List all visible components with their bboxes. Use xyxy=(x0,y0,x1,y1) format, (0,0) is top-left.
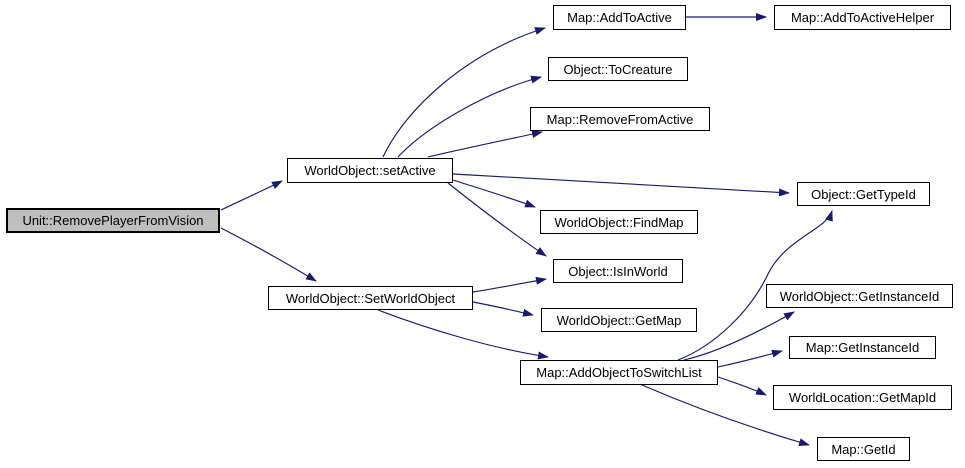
edge-worldobject-setactive-to-object-isinworld xyxy=(447,182,547,257)
graph-node-unit-removeplayerfromvision: Unit::RemovePlayerFromVision xyxy=(6,208,220,233)
edge-worldobject-setactive-to-object-gettypeid xyxy=(452,173,790,197)
graph-node-worldobject-getinstanceid[interactable]: WorldObject::GetInstanceId xyxy=(766,284,953,308)
edge-map-addobjecttoswitchlist-to-worldlocation-getmapid xyxy=(717,376,767,396)
edge-map-addobjecttoswitchlist-to-map-getinstanceid xyxy=(717,349,783,368)
graph-node-object-gettypeid[interactable]: Object::GetTypeId xyxy=(797,182,930,206)
edge-worldobject-setworldobject-to-worldobject-getmap xyxy=(472,301,534,317)
graph-node-map-addobjecttoswitchlist[interactable]: Map::AddObjectToSwitchList xyxy=(520,360,718,385)
edge-worldobject-setworldobject-to-object-isinworld xyxy=(472,276,547,293)
edge-map-addobjecttoswitchlist-to-map-getid xyxy=(641,384,810,447)
graph-node-worldobject-setworldobject[interactable]: WorldObject::SetWorldObject xyxy=(268,286,473,310)
graph-node-worldobject-findmap[interactable]: WorldObject::FindMap xyxy=(540,210,698,234)
edge-worldobject-setworldobject-to-map-addobjecttoswitchlist xyxy=(377,309,549,360)
graph-node-map-removefromactive[interactable]: Map::RemoveFromActive xyxy=(530,107,710,131)
edge-worldobject-setactive-to-worldobject-findmap xyxy=(452,179,536,208)
graph-node-map-getid[interactable]: Map::GetId xyxy=(817,437,910,461)
graph-node-object-isinworld[interactable]: Object::IsInWorld xyxy=(553,259,683,283)
graph-node-worldobject-setactive[interactable]: WorldObject::setActive xyxy=(287,158,453,183)
graph-node-map-addtoactive[interactable]: Map::AddToActive xyxy=(553,5,686,30)
graph-node-map-getinstanceid[interactable]: Map::GetInstanceId xyxy=(789,336,936,359)
graph-node-object-tocreature[interactable]: Object::ToCreature xyxy=(548,57,688,81)
graph-node-worldlocation-getmapid[interactable]: WorldLocation::GetMapId xyxy=(773,385,952,410)
edge-map-addobjecttoswitchlist-to-object-gettypeid xyxy=(677,210,833,361)
edge-map-addobjecttoswitchlist-to-worldobject-getinstanceid xyxy=(683,311,795,361)
edge-worldobject-setactive-to-object-tocreature xyxy=(397,75,542,158)
edge-unit-removeplayerfromvision-to-worldobject-setactive xyxy=(220,180,283,211)
graph-node-worldobject-getmap[interactable]: WorldObject::GetMap xyxy=(541,308,697,332)
edge-worldobject-setactive-to-map-addtoactive xyxy=(382,27,546,158)
edge-unit-removeplayerfromvision-to-worldobject-setworldobject xyxy=(220,227,317,282)
graph-node-map-addtoactivehelper[interactable]: Map::AddToActiveHelper xyxy=(774,5,951,30)
edge-worldobject-setactive-to-map-removefromactive xyxy=(427,130,543,158)
